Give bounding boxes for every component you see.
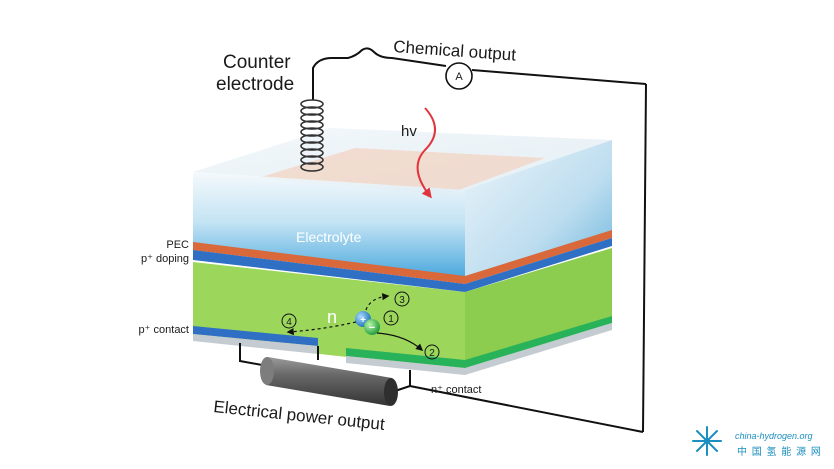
charge-carriers: n + − — [327, 307, 380, 335]
watermark-chinese: 中 国 氢 能 源 网 — [737, 445, 822, 458]
path-1-number: 1 — [388, 314, 394, 325]
path-4-marker — [281, 313, 297, 329]
green-body-side — [465, 248, 612, 370]
n-contact-strip — [346, 348, 465, 368]
top-wire-right — [471, 69, 647, 85]
path-2-number: 2 — [429, 348, 435, 359]
path-3-marker — [394, 291, 410, 307]
watermark-logo-icon — [692, 426, 722, 456]
right-wire — [642, 83, 647, 433]
cylinder-body — [266, 357, 392, 406]
hv-label: hv — [401, 123, 417, 140]
electron-carrier — [364, 319, 380, 335]
orange-layer-front — [193, 242, 465, 284]
counter-electrode-label-line2: electrode — [216, 74, 294, 95]
p-contact-label: p⁺ contact — [139, 324, 189, 336]
cylinder-left-cap — [260, 357, 274, 385]
electrolyte-label: Electrolyte — [296, 229, 362, 245]
ammeter: A — [445, 62, 473, 90]
left-wire — [239, 343, 263, 366]
p-contact-gray — [193, 334, 318, 354]
power-output-cylinder — [260, 357, 398, 406]
electrical-power-output-label: Electrical power output — [213, 397, 386, 434]
path-3-arrow — [365, 293, 390, 311]
path-1-marker — [383, 310, 399, 326]
path-4-arrow — [286, 321, 357, 336]
carrier-paths — [286, 293, 424, 351]
path-2-marker — [424, 344, 440, 360]
n-contact-gray — [346, 356, 465, 375]
path-4-number: 4 — [286, 317, 292, 328]
bottom-wire — [409, 370, 644, 433]
pec-layer — [193, 230, 612, 284]
p-doping-layer — [193, 238, 612, 292]
ammeter-circle — [445, 62, 473, 90]
n-contact-label: n⁺ contact — [431, 384, 481, 396]
n-contact-side — [465, 316, 612, 368]
bottom-contacts — [193, 316, 612, 375]
path-3-number: 3 — [399, 295, 405, 306]
watermark: china-hydrogen.org 中 国 氢 能 源 网 — [692, 426, 822, 458]
ammeter-label: A — [455, 71, 463, 83]
p-contact-strip — [193, 326, 318, 346]
n-region-label: n — [327, 307, 337, 327]
cylinder-right-cap — [384, 378, 398, 406]
p-doping-label: p⁺ doping — [141, 253, 189, 265]
orange-layer-side — [465, 230, 612, 284]
gray-side — [465, 323, 612, 375]
blue-layer-front — [193, 250, 465, 292]
hole-sign: + — [360, 315, 366, 326]
blue-layer-side — [465, 238, 612, 292]
layer-labels: PEC p⁺ doping p⁺ contact n⁺ contact — [139, 239, 482, 396]
top-wire — [312, 47, 447, 84]
counter-electrode-label-line1: Counter — [223, 52, 291, 73]
counter-electrode-coil — [300, 84, 324, 172]
electron-sign: − — [369, 322, 375, 334]
light-hv: hv — [401, 107, 436, 199]
watermark-url: china-hydrogen.org — [735, 431, 813, 441]
path-markers: 1 2 3 4 — [281, 291, 440, 360]
hv-arrow — [416, 107, 436, 199]
pec-label: PEC — [166, 239, 189, 251]
path-1-arrow — [376, 332, 424, 351]
